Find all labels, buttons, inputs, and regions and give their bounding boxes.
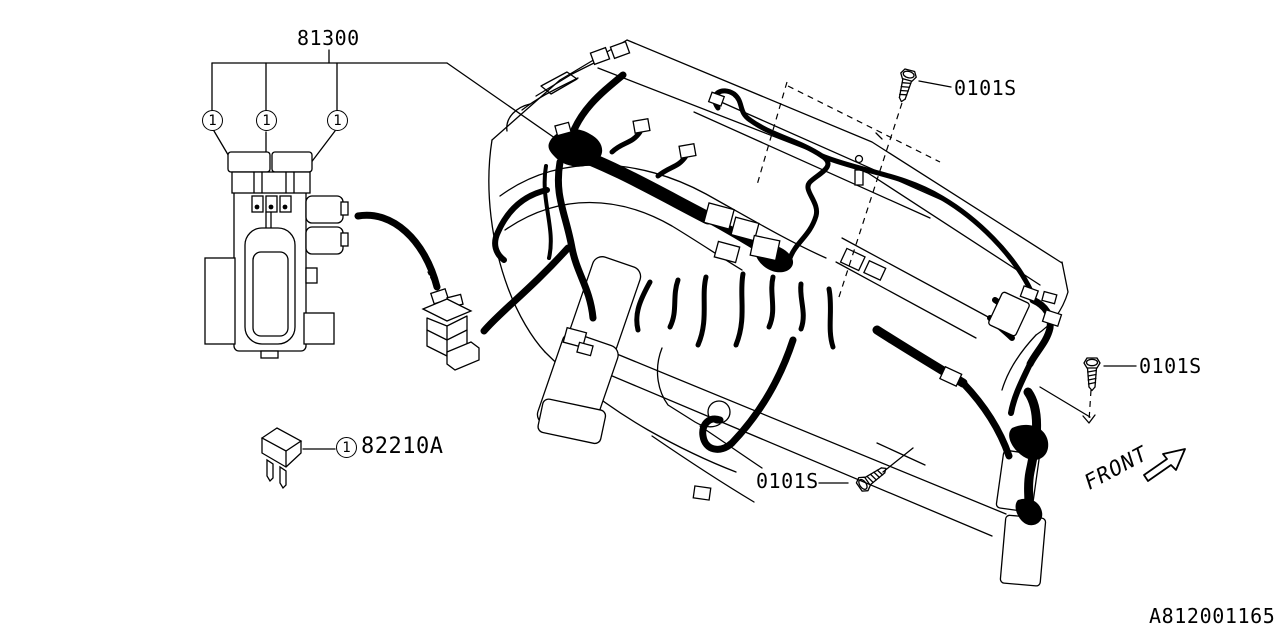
fuse-box-drawing	[204, 151, 349, 359]
label-screw-part-number-right: 0101S	[1139, 354, 1202, 378]
label-harness-part-number: 81300	[297, 26, 360, 50]
harness-branch-arc	[354, 211, 441, 291]
main-harness-drawing	[480, 71, 1054, 526]
mini-fuse-drawing	[260, 427, 336, 490]
label-screw-part-number-bottom: 0101S	[756, 469, 819, 493]
diagram-id-code: A812001165	[1149, 604, 1276, 628]
callout-number-harness-a: 1	[202, 110, 223, 131]
screw-icon	[1083, 357, 1137, 392]
front-arrow-icon	[1143, 448, 1186, 482]
label-screw-part-number-top: 0101S	[954, 76, 1017, 100]
harness-connector-boxes	[554, 40, 1063, 501]
dashboard-outline	[488, 39, 1091, 587]
callout-number-fuse: 1	[336, 437, 357, 458]
dashed-leader-lines	[756, 81, 1096, 424]
relay-connector-drawing	[421, 271, 480, 371]
label-fuse-part-number: 82210A	[361, 434, 444, 459]
screw-icon	[818, 461, 892, 495]
screw-icon	[893, 67, 952, 105]
callout-number-harness-c: 1	[327, 110, 348, 131]
callout-number-harness-b: 1	[256, 110, 277, 131]
